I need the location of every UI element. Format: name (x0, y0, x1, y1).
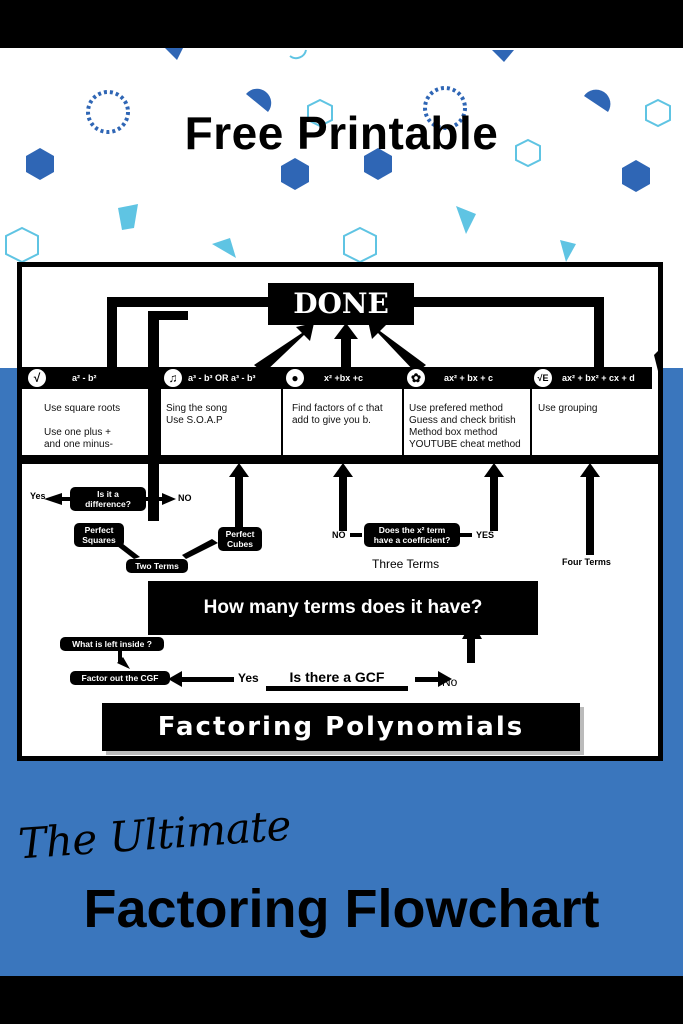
half-ring-outline (289, 49, 307, 60)
column-header-formula: a² - b² (72, 373, 97, 383)
no-label: No (442, 675, 458, 689)
hexagon-outline (5, 226, 39, 264)
dashed-ring (423, 86, 467, 130)
top-black-bar (0, 0, 683, 48)
perfect-cubes-node: Perfect Cubes (218, 527, 262, 551)
column-body-text: Use prefered method Guess and check brit… (409, 403, 521, 450)
flowchart-frame: DONE √ a² - b² ♫ a³ - b³ OR a³ - b³ ● x²… (17, 262, 663, 761)
gcf-question-box: Is there a GCF (266, 663, 408, 691)
square-root-icon: √ (28, 369, 46, 387)
hexagon-shape (281, 158, 309, 190)
dashed-ring (86, 90, 130, 134)
dot-icon: ● (286, 369, 304, 387)
two-terms-label: Two Terms (126, 559, 188, 573)
half-circle-shape (584, 89, 611, 112)
gear-icon: ✿ (407, 369, 425, 387)
hexagon-outline (343, 226, 377, 264)
factor-out-node: Factor out the CGF (70, 671, 170, 685)
main-question-box: How many terms does it have? (148, 581, 538, 635)
shard-shape (456, 206, 476, 234)
hexagon-outline (645, 98, 671, 128)
column-header-formula: a³ - b³ OR a³ - b³ (188, 373, 256, 383)
difference-question: Is it a difference? (70, 487, 146, 511)
music-note-icon: ♫ (164, 369, 182, 387)
hero-title: Free Printable (184, 107, 499, 159)
no-label: NO (332, 530, 346, 540)
hexagon-outline (307, 98, 333, 128)
column-body-text: Use square roots Use one plus + and one … (44, 403, 121, 450)
yes-label: YES (476, 530, 495, 540)
root-e-icon: √E (534, 369, 552, 387)
perfect-squares-node: Perfect Squares (74, 523, 124, 547)
hexagon-shape (26, 148, 54, 180)
geometric-pattern (5, 48, 671, 264)
footer-title: Factoring Flowchart (83, 879, 600, 939)
factoring-polynomials-banner: Factoring Polynomials (102, 703, 580, 751)
column-body-text: Find factors of c that add to give you b… (292, 403, 383, 426)
column-body-text: Sing the song Use S.O.A.P (166, 403, 228, 426)
half-circle-shape (165, 48, 183, 60)
column-header-formula: ax² + bx + c (444, 373, 494, 383)
bottom-black-bar (0, 976, 683, 1024)
shard-shape (118, 204, 138, 230)
no-label: NO (178, 493, 192, 503)
three-terms-label: Three Terms (372, 557, 440, 571)
four-terms-label: Four Terms (562, 557, 611, 567)
column-body-text: Use grouping (538, 403, 598, 414)
yes-label: Yes (238, 671, 259, 685)
half-circle-shape (492, 50, 514, 62)
what-is-left-node: What is left inside ? (60, 637, 164, 651)
shard-shape (212, 238, 236, 258)
column-header-formula: x² +bx +c (324, 373, 364, 383)
done-box: DONE (268, 283, 414, 325)
yes-label: Yes (30, 491, 46, 501)
coefficient-question: Does the x² term have a coefficient? (364, 523, 460, 547)
hexagon-shape (622, 160, 650, 192)
hexagon-shape (364, 148, 392, 180)
column-header-formula: ax² + bx² + cx + d (562, 373, 635, 383)
half-circle-shape (246, 88, 272, 112)
shard-shape (560, 240, 576, 262)
hexagon-outline (515, 138, 541, 168)
